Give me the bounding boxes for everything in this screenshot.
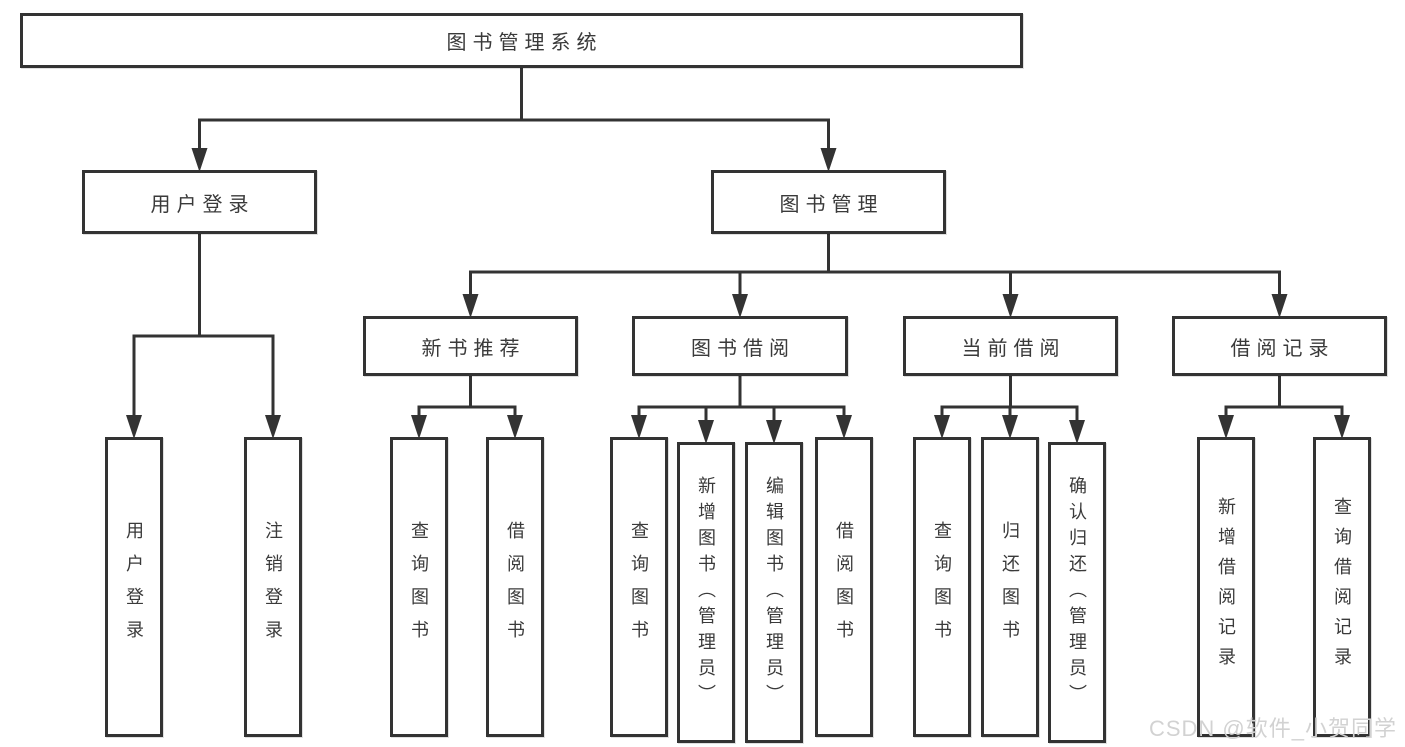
node-label: 借阅图书 bbox=[834, 521, 854, 653]
node-label: 图书管理 bbox=[779, 193, 884, 216]
node-leaf-query-book-rec: 查询图书 bbox=[390, 437, 448, 737]
node-leaf-user-login: 用户登录 bbox=[105, 437, 163, 737]
node-label: 借阅记录 bbox=[1230, 337, 1335, 360]
node-leaf-borrow-book: 借阅图书 bbox=[815, 437, 873, 737]
node-book-borrow: 图书借阅 bbox=[632, 316, 848, 376]
node-label: 新增图书（管理员） bbox=[696, 475, 716, 710]
node-leaf-logout: 注销登录 bbox=[244, 437, 302, 737]
node-label: 归还图书 bbox=[1000, 521, 1020, 653]
node-root: 图书管理系统 bbox=[20, 13, 1023, 68]
node-label: 查询图书 bbox=[409, 521, 429, 653]
node-leaf-query-book-current: 查询图书 bbox=[913, 437, 971, 737]
node-label: 当前借阅 bbox=[961, 337, 1066, 360]
node-label: 查询借阅记录 bbox=[1332, 497, 1352, 677]
node-label: 用户登录 bbox=[150, 193, 255, 216]
node-user-login: 用户登录 bbox=[82, 170, 317, 234]
node-leaf-borrow-book-rec: 借阅图书 bbox=[486, 437, 544, 737]
watermark-text: CSDN @软件_小贺同学 bbox=[1148, 716, 1397, 741]
node-label: 注销登录 bbox=[263, 521, 283, 653]
node-leaf-confirm-return: 确认归还（管理员） bbox=[1048, 442, 1106, 743]
node-leaf-query-book-borrow: 查询图书 bbox=[610, 437, 668, 737]
node-leaf-edit-book: 编辑图书（管理员） bbox=[745, 442, 803, 743]
node-new-book-recommend: 新书推荐 bbox=[363, 316, 578, 376]
node-label: 新书推荐 bbox=[421, 337, 526, 360]
node-book-management: 图书管理 bbox=[711, 170, 946, 234]
node-label: 新增借阅记录 bbox=[1216, 497, 1236, 677]
node-current-borrow: 当前借阅 bbox=[903, 316, 1118, 376]
node-label: 编辑图书（管理员） bbox=[764, 475, 784, 710]
node-label: 图书管理系统 bbox=[446, 32, 603, 54]
node-label: 查询图书 bbox=[932, 521, 952, 653]
node-leaf-query-borrow-record: 查询借阅记录 bbox=[1313, 437, 1371, 737]
node-leaf-return-book: 归还图书 bbox=[981, 437, 1039, 737]
node-label: 确认归还（管理员） bbox=[1067, 475, 1087, 710]
node-leaf-add-borrow-record: 新增借阅记录 bbox=[1197, 437, 1255, 737]
node-label: 查询图书 bbox=[629, 521, 649, 653]
node-label: 用户登录 bbox=[124, 521, 144, 653]
node-label: 借阅图书 bbox=[505, 521, 525, 653]
node-borrow-records: 借阅记录 bbox=[1172, 316, 1387, 376]
node-leaf-add-book: 新增图书（管理员） bbox=[677, 442, 735, 743]
node-label: 图书借阅 bbox=[691, 337, 795, 360]
